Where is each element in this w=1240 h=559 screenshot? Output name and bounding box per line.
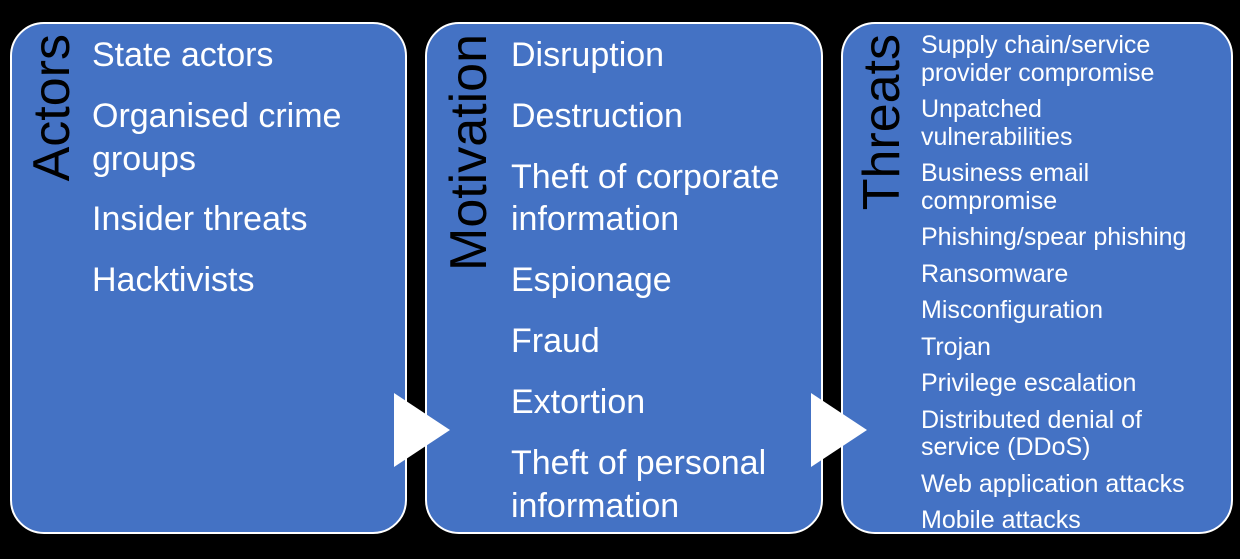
- list-item: Insider threats: [92, 200, 308, 239]
- motivation-box: Motivation Disruption Destruction Theft …: [425, 22, 823, 534]
- list-item: Organised crime groups: [92, 96, 342, 178]
- list-item: Privilege escalation: [921, 369, 1137, 397]
- motivation-title: Motivation: [440, 34, 498, 271]
- list-item: Ransomware: [921, 259, 1069, 288]
- list-item: Fraud: [511, 322, 600, 361]
- list-item: Theft of corporate information: [511, 157, 780, 239]
- motivation-list: Disruption Destruction Theft of corporat…: [511, 24, 821, 532]
- arrow-right-icon: [394, 393, 450, 467]
- list-item: Unpatched vulnerabilities: [921, 95, 1073, 151]
- actors-title-column: Actors: [12, 24, 92, 532]
- list-item: Disruption: [511, 36, 665, 74]
- list-item: Distributed denial of service (DDoS): [921, 405, 1142, 461]
- list-item: Destruction: [511, 96, 683, 135]
- list-item: Mobile attacks: [921, 506, 1081, 534]
- list-item: Extortion: [511, 382, 646, 421]
- actors-title: Actors: [23, 34, 81, 182]
- list-item: Phishing/spear phishing: [921, 223, 1187, 251]
- list-item: Misconfiguration: [921, 296, 1104, 324]
- list-item: Business email compromise: [921, 159, 1090, 215]
- actors-list: State actors Organised crime groups Insi…: [92, 24, 405, 532]
- actors-box: Actors State actors Organised crime grou…: [10, 22, 407, 534]
- threats-list: Supply chain/service provider compromise…: [921, 24, 1231, 534]
- list-item: State actors: [92, 36, 274, 74]
- threats-box: Threats Supply chain/service provider co…: [841, 22, 1233, 534]
- list-item: Web application attacks: [921, 469, 1185, 498]
- arrow-right-icon: [811, 393, 867, 467]
- threats-title: Threats: [853, 34, 911, 211]
- list-item: Hacktivists: [92, 261, 255, 300]
- list-item: Trojan: [921, 332, 991, 361]
- list-item: Supply chain/service provider compromise: [921, 31, 1155, 87]
- list-item: Espionage: [511, 261, 672, 300]
- list-item: Theft of personal information: [511, 443, 767, 525]
